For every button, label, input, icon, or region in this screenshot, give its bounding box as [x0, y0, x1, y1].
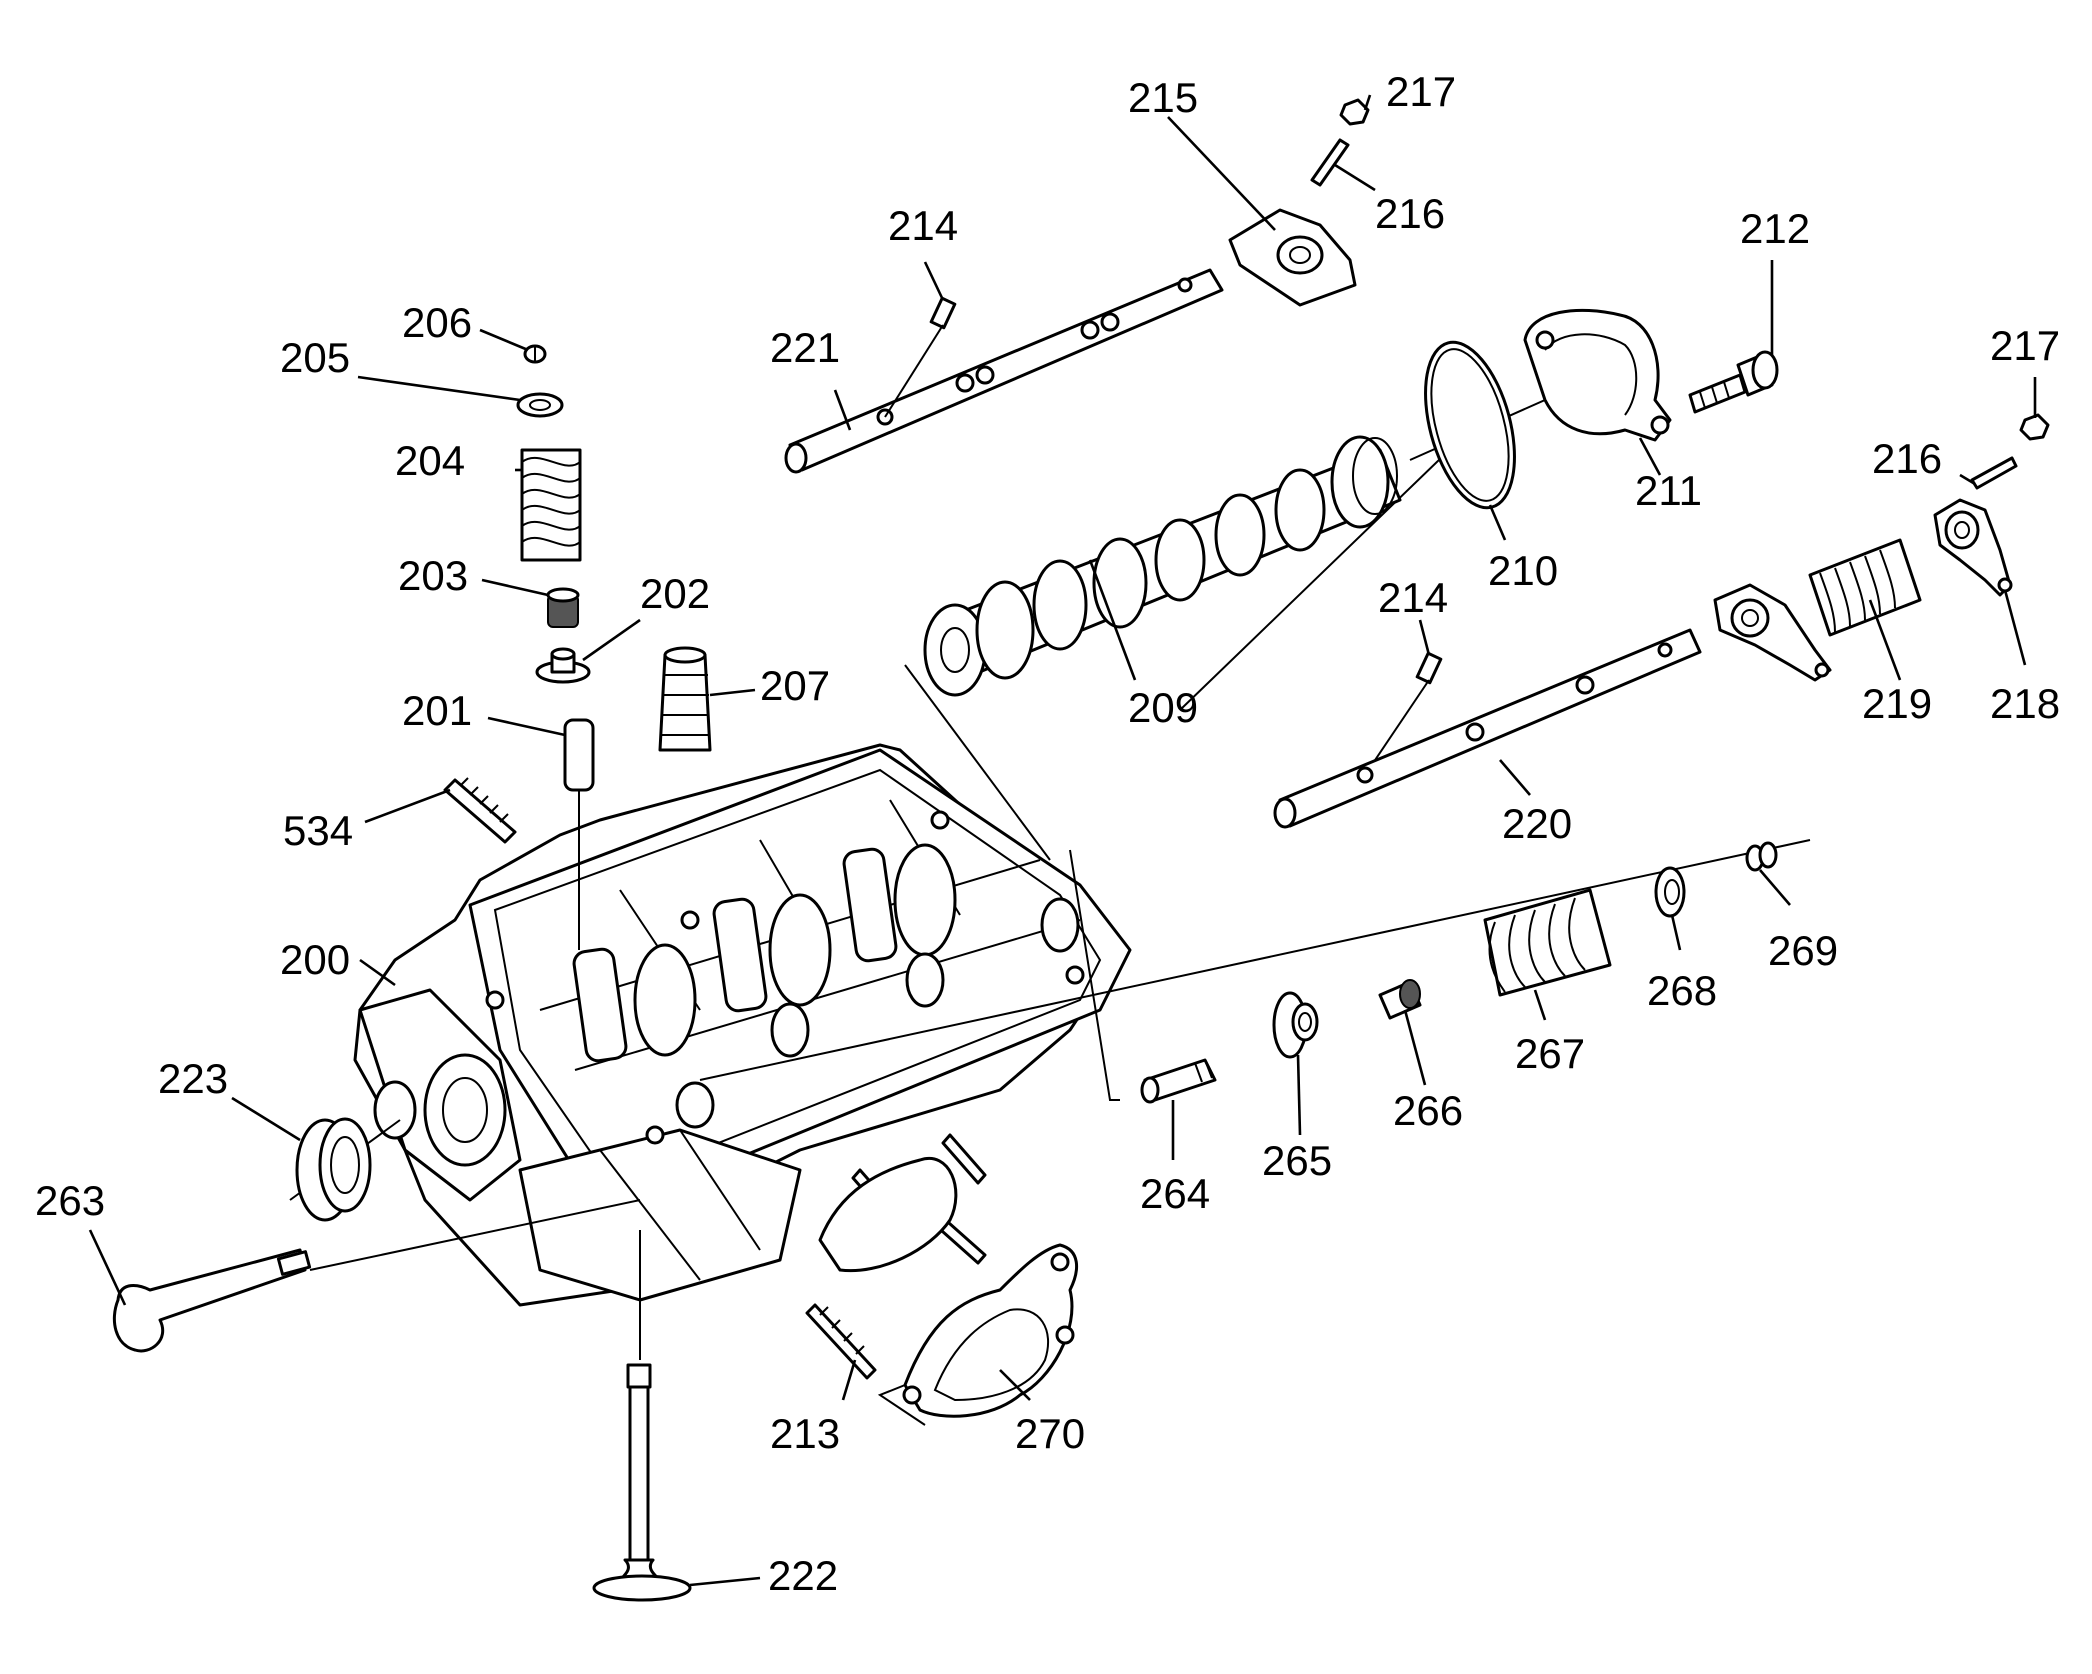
label-216-upper: 216	[1375, 190, 1445, 237]
label-220: 220	[1502, 800, 1572, 847]
label-269: 269	[1768, 927, 1838, 974]
part-266-seal	[1378, 979, 1422, 1020]
part-207-lifter	[658, 646, 712, 752]
label-265: 265	[1262, 1137, 1332, 1184]
part-203-seal	[546, 587, 580, 628]
part-210-oring	[1424, 340, 1516, 510]
label-264: 264	[1140, 1170, 1210, 1217]
part-215-rocker	[1228, 208, 1357, 307]
label-200: 200	[280, 936, 350, 983]
label-217-lower: 217	[1990, 322, 2060, 369]
part-202-seat	[535, 647, 591, 684]
part-268-retainer	[1654, 866, 1686, 918]
part-209-camshaft	[923, 435, 1402, 697]
label-202: 202	[640, 570, 710, 617]
label-222: 222	[768, 1552, 838, 1599]
label-209: 209	[1128, 684, 1198, 731]
label-210: 210	[1488, 547, 1558, 594]
part-217-nut-upper	[1339, 98, 1370, 126]
part-219-spring	[1808, 538, 1922, 637]
axis-line-264	[1069, 849, 1120, 1101]
callout-labels: 200 201 202 203 204 205 206 207 209 210 …	[35, 68, 2060, 1599]
part-269-key	[1745, 841, 1778, 872]
leader-lines	[88, 94, 2037, 1587]
label-219: 219	[1862, 680, 1932, 727]
label-206: 206	[402, 299, 472, 346]
label-270: 270	[1015, 1410, 1085, 1457]
label-214-lower: 214	[1378, 574, 1448, 621]
part-216-stud-lower	[1970, 456, 2018, 490]
label-211: 211	[1635, 467, 1702, 514]
label-217-upper: 217	[1386, 68, 1456, 115]
label-214-upper: 214	[888, 202, 958, 249]
part-201-guide	[563, 718, 595, 950]
label-201: 201	[402, 687, 472, 734]
label-212: 212	[1740, 205, 1810, 252]
label-218: 218	[1990, 680, 2060, 727]
part-212-bolt	[1688, 350, 1779, 414]
axis-line-263	[309, 1199, 641, 1271]
label-207: 207	[760, 662, 830, 709]
part-216-stud-upper	[1310, 138, 1350, 187]
axis-line-exhaust-valve	[699, 839, 1811, 1081]
part-211-housing	[1523, 308, 1672, 442]
label-263: 263	[35, 1177, 105, 1224]
cylinder-head	[353, 743, 1132, 1307]
label-223: 223	[158, 1055, 228, 1102]
part-exhaust-manifold-flange	[818, 1156, 958, 1273]
part-265-seat	[1272, 991, 1319, 1059]
label-216-lower: 216	[1872, 435, 1942, 482]
part-206-key	[523, 344, 547, 364]
label-267: 267	[1515, 1030, 1585, 1077]
part-222-valve	[592, 1363, 692, 1602]
part-205-retainer	[516, 392, 564, 418]
part-rocker-arm-middle	[1713, 583, 1832, 682]
part-534-stud	[443, 777, 517, 844]
label-205: 205	[280, 334, 350, 381]
label-215: 215	[1128, 74, 1198, 121]
label-268: 268	[1647, 967, 1717, 1014]
axis-line-head-cam	[904, 664, 1051, 861]
part-204-spring	[520, 448, 582, 562]
axis-line-cam	[1179, 429, 1471, 711]
part-267-spring	[1483, 888, 1612, 997]
part-217-nut-lower	[2019, 413, 2050, 441]
part-223-seal	[295, 1117, 372, 1222]
part-221-shaft	[784, 268, 1224, 474]
label-204: 204	[395, 437, 465, 484]
part-264-guide	[1140, 1058, 1217, 1104]
part-220-shaft	[1273, 628, 1702, 829]
part-218-rocker	[1933, 498, 2013, 597]
label-221: 221	[770, 324, 840, 371]
label-213: 213	[770, 1410, 840, 1457]
label-266: 266	[1393, 1087, 1463, 1134]
label-203: 203	[398, 552, 468, 599]
part-270-gasket	[877, 1243, 1079, 1426]
part-214-bolt-upper	[884, 296, 957, 418]
label-534: 534	[283, 807, 353, 854]
part-263-valve	[112, 1248, 312, 1353]
